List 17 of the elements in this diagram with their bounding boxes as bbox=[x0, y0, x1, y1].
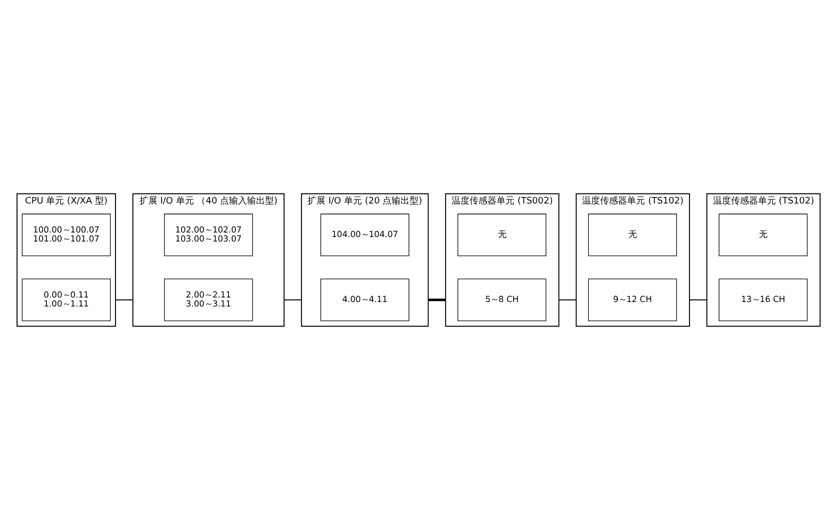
node-box: 无 bbox=[458, 213, 546, 256]
node-box: 无 bbox=[718, 213, 808, 256]
node-box: 102.00～102.07 103.00～103.07 bbox=[164, 213, 253, 256]
node-box: 2.00～2.11 3.00～3.11 bbox=[164, 278, 253, 321]
connector bbox=[558, 298, 577, 300]
node-box: 100.00～100.07 101.00～101.07 bbox=[22, 213, 111, 256]
node-box: 104.00～104.07 bbox=[320, 213, 410, 256]
connector bbox=[689, 298, 708, 300]
connector bbox=[284, 298, 302, 300]
node-box: 无 bbox=[588, 213, 677, 256]
connector bbox=[115, 298, 134, 300]
node-box: 13～16 CH bbox=[718, 278, 808, 321]
node-box: 0.00～0.11 1.00～1.11 bbox=[22, 278, 111, 321]
node-box: 4.00～4.11 bbox=[320, 278, 410, 321]
node-box: 9～12 CH bbox=[588, 278, 677, 321]
node-box: 5～8 CH bbox=[458, 278, 546, 321]
connector bbox=[428, 298, 446, 301]
